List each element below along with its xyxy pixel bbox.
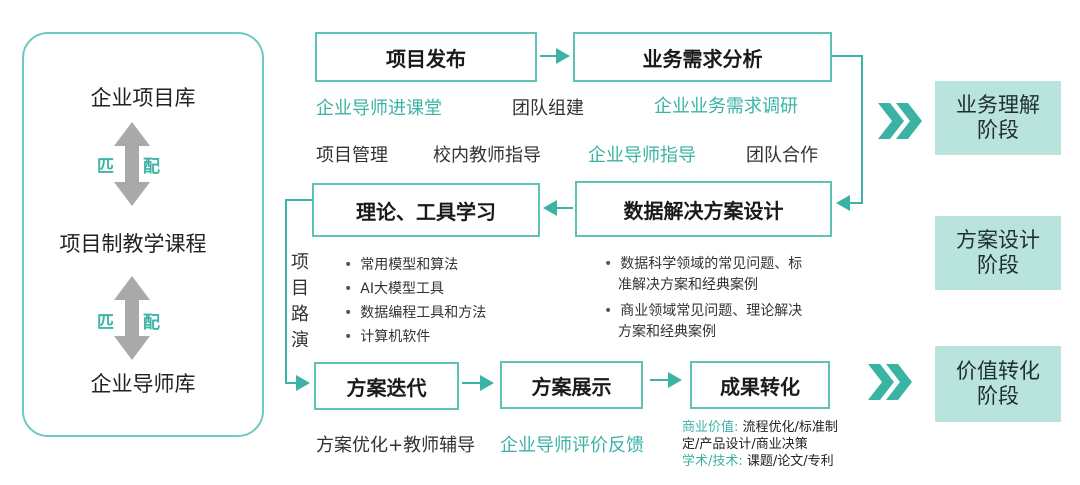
tag-mentor-guidance: 企业导师指导 bbox=[588, 145, 696, 166]
double-arrow-vertical-icon bbox=[114, 276, 150, 360]
double-chevron-right-icon bbox=[878, 103, 922, 139]
solution-design-box: 数据解决方案设计 bbox=[575, 181, 832, 237]
match-label-2a: 匹 bbox=[97, 313, 114, 333]
theory-bullet: AI大模型工具 bbox=[344, 278, 444, 298]
roadshow-label: 项 目 路 演 bbox=[289, 250, 311, 354]
match-label-2b: 配 bbox=[143, 313, 160, 333]
transformation-box: 成果转化 bbox=[690, 361, 830, 409]
arrow-right-icon bbox=[285, 199, 312, 391]
arrow-right-icon bbox=[832, 55, 863, 211]
stage-value-transformation: 价值转化 阶段 bbox=[935, 346, 1061, 422]
theory-bullet: 常用模型和算法 bbox=[344, 254, 458, 274]
tag-mentor-feedback: 企业导师评价反馈 bbox=[500, 435, 644, 456]
tag-optimization: 方案优化+教师辅导 bbox=[316, 435, 476, 456]
business-needs-analysis-box: 业务需求分析 bbox=[573, 32, 832, 82]
theory-bullet: 数据编程工具和方法 bbox=[344, 302, 486, 322]
tag-teacher-guidance: 校内教师指导 bbox=[433, 145, 541, 166]
business-value-text: 流程优化/标准制 bbox=[742, 420, 838, 435]
stage-line: 阶段 bbox=[977, 384, 1019, 408]
academic-label: 学术/技术: bbox=[682, 454, 743, 469]
business-value-label: 商业价值: bbox=[682, 420, 739, 435]
tag-mentor-in-class: 企业导师进课堂 bbox=[316, 98, 442, 119]
stage-solution-design: 方案设计 阶段 bbox=[935, 216, 1061, 290]
roadshow-char: 目 bbox=[291, 278, 309, 299]
match-label-1a: 匹 bbox=[97, 157, 114, 177]
tag-project-management: 项目管理 bbox=[316, 145, 388, 166]
showcase-box: 方案展示 bbox=[500, 361, 643, 409]
match-label-1b: 配 bbox=[143, 157, 160, 177]
stage-business-understanding: 业务理解 阶段 bbox=[935, 81, 1061, 155]
academic-line: 学术/技术: 课题/论文/专利 bbox=[682, 450, 834, 469]
enterprise-project-library: 企业项目库 bbox=[90, 86, 196, 110]
project-release-box: 项目发布 bbox=[315, 32, 537, 82]
academic-text: 课题/论文/专利 bbox=[746, 454, 834, 469]
solution-bullet-line: 数据科学领域的常见问题、标 bbox=[604, 253, 802, 273]
solution-bullet-line: 准解决方案和经典案例 bbox=[618, 277, 758, 293]
stage-line: 阶段 bbox=[977, 253, 1019, 277]
business-value-line-1: 商业价值: 流程优化/标准制 bbox=[682, 416, 838, 435]
double-chevron-right-icon bbox=[868, 364, 912, 400]
tag-team-building: 团队组建 bbox=[512, 98, 584, 119]
business-value-line-2: 定/产品设计/商业决策 bbox=[682, 437, 808, 452]
enterprise-mentor-library: 企业导师库 bbox=[90, 372, 196, 396]
theory-bullet: 计算机软件 bbox=[344, 326, 430, 346]
project-based-course: 项目制教学课程 bbox=[59, 232, 207, 256]
tag-teamwork: 团队合作 bbox=[746, 145, 818, 166]
stage-line: 方案设计 bbox=[956, 227, 1040, 252]
stage-line: 阶段 bbox=[977, 118, 1019, 142]
stage-line: 业务理解 bbox=[956, 92, 1040, 117]
stage-line: 价值转化 bbox=[956, 358, 1040, 383]
iteration-box: 方案迭代 bbox=[314, 362, 459, 410]
solution-bullet-line: 商业领域常见问题、理论解决 bbox=[604, 300, 802, 320]
roadshow-char: 路 bbox=[291, 304, 309, 325]
roadshow-char: 演 bbox=[291, 330, 309, 351]
roadshow-char: 项 bbox=[291, 252, 309, 273]
double-arrow-vertical-icon bbox=[114, 122, 150, 206]
left-panel bbox=[22, 32, 264, 437]
theory-tools-box: 理论、工具学习 bbox=[312, 183, 540, 237]
tag-business-research: 企业业务需求调研 bbox=[654, 96, 798, 117]
solution-bullet-line: 方案和经典案例 bbox=[618, 324, 716, 340]
